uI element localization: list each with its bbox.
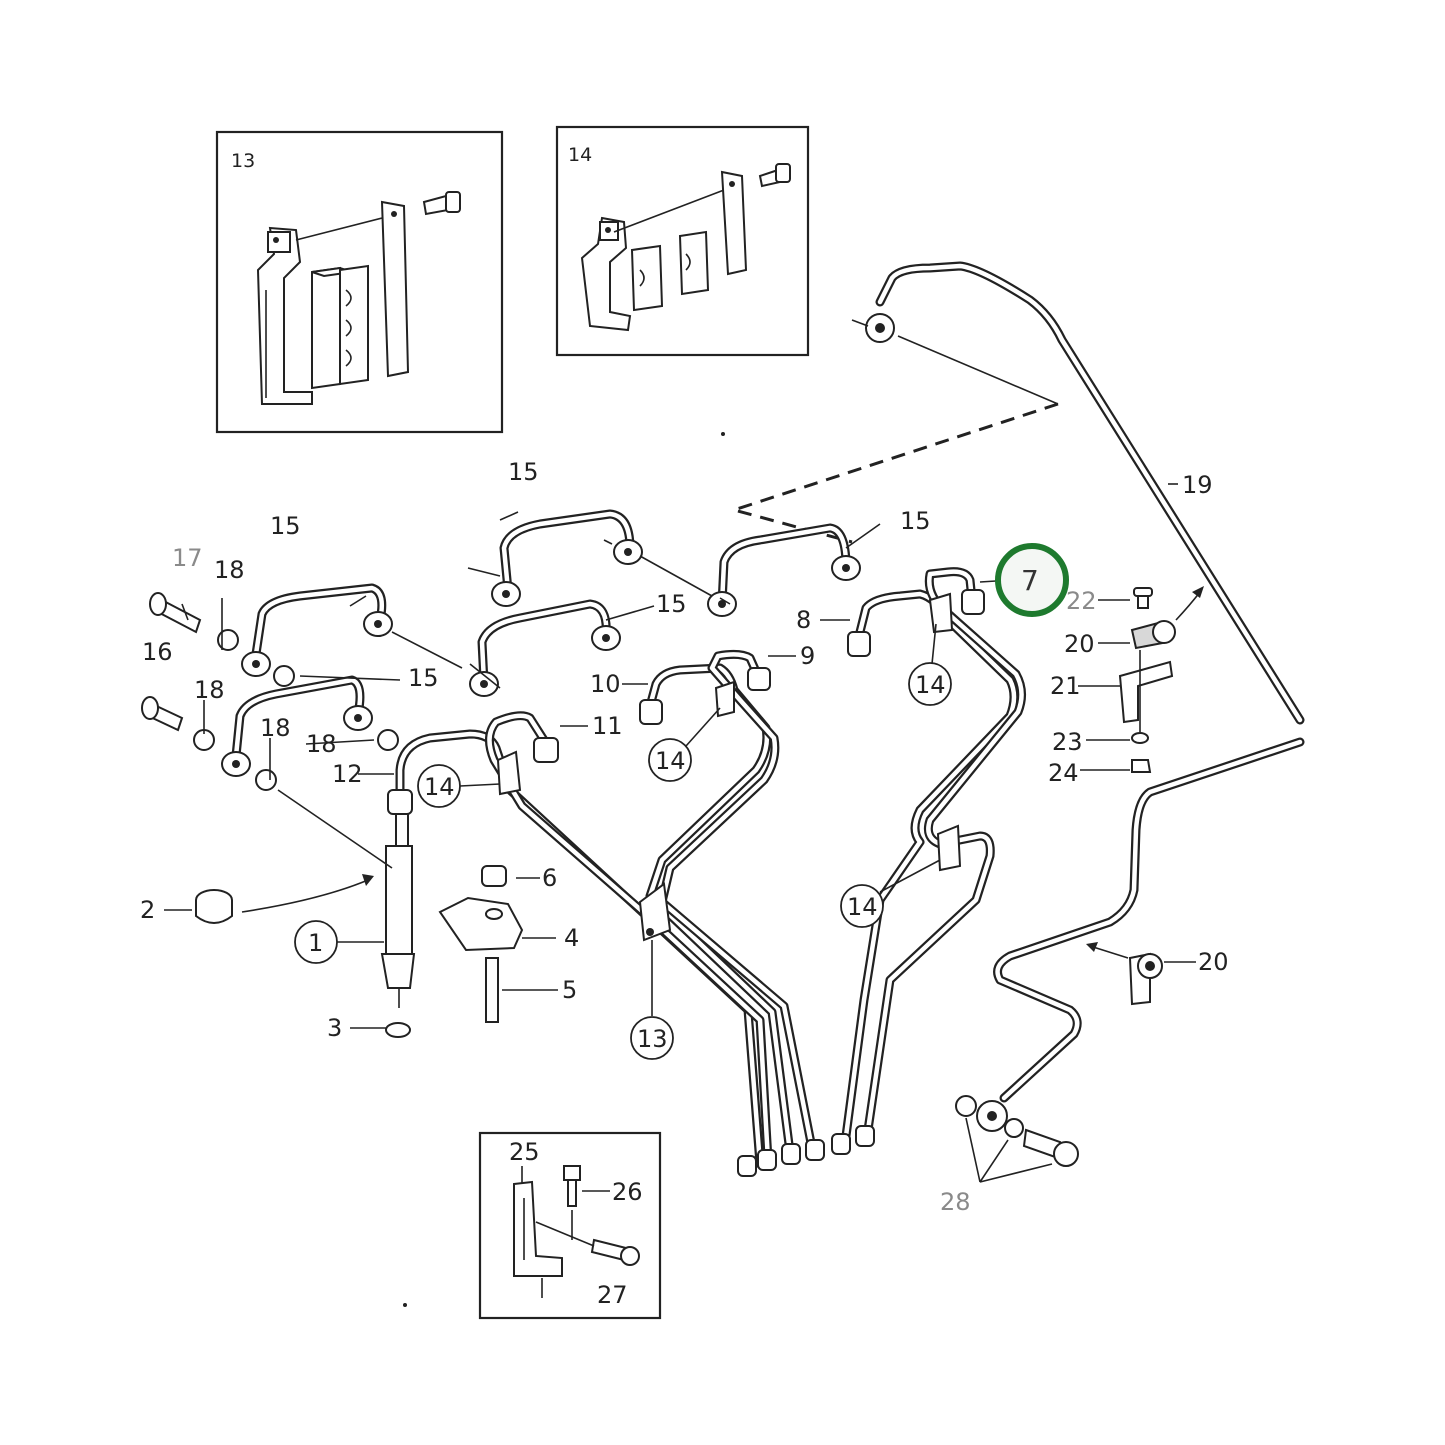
- banjo-bolts-16-17: [141, 592, 202, 732]
- label-28: 28: [940, 1188, 971, 1216]
- label-18-a: 18: [214, 556, 245, 584]
- clip-assembly-20-24: 22 20 21 23 24: [1048, 586, 1204, 787]
- callout-14-b: 14: [648, 707, 721, 782]
- label-15-left: 15: [270, 512, 301, 540]
- pipe-labels: 8 9 10 11 12: [332, 606, 850, 788]
- cover-plate-14: [720, 170, 748, 276]
- label-18-c: 18: [260, 714, 291, 742]
- banjo-fitting-28: 28: [940, 1095, 1079, 1216]
- label-21: 21: [1050, 672, 1081, 700]
- highlight-callout-7: 7: [979, 543, 1069, 617]
- label-7: 7: [1021, 564, 1039, 597]
- label-23: 23: [1052, 728, 1083, 756]
- label-15-lower: 15: [408, 664, 439, 692]
- label-4: 4: [564, 924, 579, 952]
- bolt-26: [563, 1165, 610, 1240]
- bolt-27: [535, 1221, 640, 1266]
- bolt-13: [422, 191, 461, 216]
- label-6: 6: [542, 864, 557, 892]
- bracket-25: [513, 1166, 563, 1298]
- highlight-ring: [995, 543, 1069, 617]
- label-17: 17: [172, 544, 203, 572]
- label-10: 10: [590, 670, 621, 698]
- clamp-block-13b: [339, 264, 369, 386]
- callout-14-a: 14: [417, 764, 501, 808]
- inset-13: 13: [215, 130, 504, 434]
- svg-text:14: 14: [655, 747, 686, 775]
- svg-text:14: 14: [847, 893, 878, 921]
- label-20-lower: 20: [1198, 948, 1229, 976]
- clamp-block-14a: [630, 244, 664, 312]
- label-3: 3: [327, 1014, 342, 1042]
- svg-text:1: 1: [308, 929, 323, 957]
- label-18-d: 18: [306, 730, 337, 758]
- callout-13: 13: [630, 940, 674, 1060]
- label-15-right: 15: [900, 507, 931, 535]
- label-8: 8: [796, 606, 811, 634]
- label-9: 9: [800, 642, 815, 670]
- inset-14-label: 14: [568, 144, 592, 166]
- inset-13-label: 13: [231, 150, 255, 172]
- label-27: 27: [597, 1281, 628, 1309]
- pipe-clip-20-lower: 20: [1086, 942, 1229, 1006]
- inset-25-label: 25: [509, 1138, 540, 1166]
- cover-plate-13: [380, 200, 410, 378]
- label-11: 11: [592, 712, 623, 740]
- dashed-leader: [728, 402, 1059, 544]
- label-18-b: 18: [194, 676, 225, 704]
- label-20-upper: 20: [1064, 630, 1095, 658]
- injection-pipe-bundle: [387, 567, 1026, 1177]
- callout-14-d: 14: [840, 859, 941, 928]
- label-12: 12: [332, 760, 363, 788]
- label-26: 26: [612, 1178, 643, 1206]
- leak-off-pipe-19: 19: [851, 261, 1305, 1103]
- callout-14-c: 14: [908, 623, 952, 706]
- label-15-mid: 15: [656, 590, 687, 618]
- leak-off-pipes-15: 15 15 15 15 15 17 18 16 18 18 18: [141, 458, 931, 791]
- svg-text:14: 14: [915, 671, 946, 699]
- callout-1: 1: [294, 920, 338, 964]
- pipe-clamps: [496, 592, 962, 942]
- stray-mark: [403, 1303, 407, 1307]
- bolt-14: [758, 163, 791, 188]
- clamp-block-14b: [678, 230, 710, 296]
- clamp-bracket-13: [256, 217, 383, 405]
- svg-text:14: 14: [424, 773, 455, 801]
- label-5: 5: [562, 976, 577, 1004]
- label-19: 19: [1182, 471, 1213, 499]
- injector-assembly: 2 3 4 5 6: [140, 789, 579, 1042]
- inset-25: 25 26 27: [478, 1131, 662, 1320]
- washers-18: [193, 629, 399, 791]
- inset-14: 14: [555, 125, 810, 357]
- label-24: 24: [1048, 759, 1079, 787]
- svg-text:13: 13: [637, 1025, 668, 1053]
- label-2: 2: [140, 896, 155, 924]
- clamp-bracket-14: [580, 189, 725, 332]
- label-15-top: 15: [508, 458, 539, 486]
- label-22: 22: [1066, 587, 1097, 615]
- stray-mark: [721, 432, 725, 436]
- label-16: 16: [142, 638, 173, 666]
